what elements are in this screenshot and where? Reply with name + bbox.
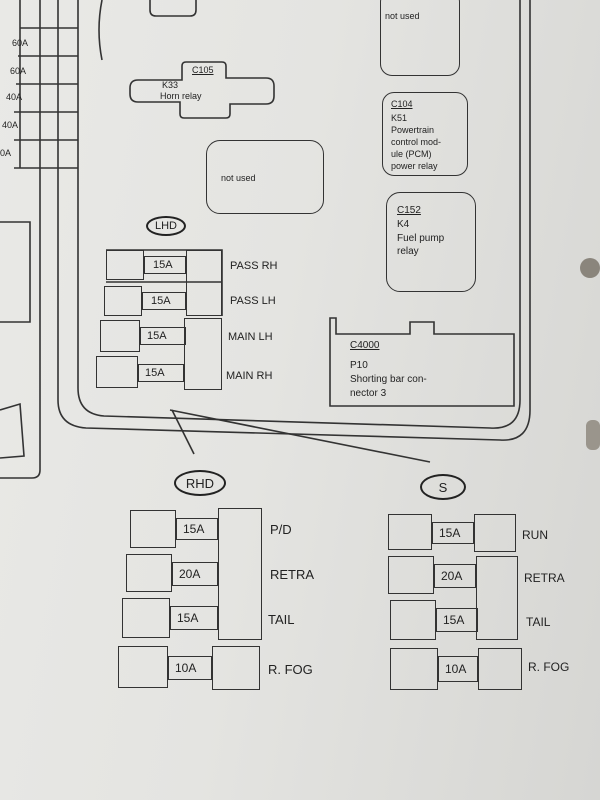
rhd-fuse-3: 15A: [170, 606, 218, 630]
rhd-left-terminal-1: [130, 510, 176, 548]
rhd-label-4: R. FOG: [268, 662, 313, 677]
rhd-label-2: RETRA: [270, 567, 315, 582]
c105-connector: C105: [192, 65, 214, 75]
c152-connector: C152: [397, 205, 421, 216]
left-small-block: [0, 402, 25, 459]
lhd-label-1: PASS RH: [230, 260, 278, 272]
c104-relay-id: K51: [391, 113, 408, 123]
s-label-1: RUN: [522, 528, 548, 542]
s-badge: S: [420, 474, 466, 500]
lhd-label-2: PASS LH: [230, 295, 276, 307]
strip-rating-4: 40A: [2, 120, 19, 130]
c4000-line-2: nector 3: [350, 388, 387, 399]
main-enclosure-outline: [77, 0, 521, 429]
s-right-terminal-1: [474, 514, 516, 552]
lhd-badge: LHD: [146, 216, 186, 236]
lhd-left-terminal-4: [96, 356, 138, 388]
rhd-left-terminal-4: [118, 646, 168, 688]
s-right-terminal-2: [476, 556, 518, 640]
rhd-label-3: TAIL: [268, 612, 295, 627]
rhd-left-terminal-2: [126, 554, 172, 592]
relay-c152: C152 K4 Fuel pump relay: [386, 192, 476, 292]
left-block: [0, 221, 31, 323]
strip-rating-1: 60A: [12, 38, 29, 48]
c104-line-4: power relay: [391, 161, 438, 171]
rhd-label-1: P/D: [270, 522, 292, 537]
binder-clip-top: [580, 258, 600, 278]
rhd-fuse-2: 20A: [172, 562, 218, 586]
c152-relay-id: K4: [397, 219, 410, 230]
c4000-line-1: Shorting bar con-: [350, 374, 427, 385]
c104-line-3: ule (PCM): [391, 149, 432, 159]
c4000-outline: [329, 317, 515, 407]
c104-line-2: control mod-: [391, 137, 442, 147]
lhd-fuse-2: 15A: [142, 292, 186, 310]
strip-rating-2: 60A: [10, 66, 27, 76]
binder-clip-bottom: [586, 420, 600, 450]
s-fuse-4: 10A: [438, 656, 478, 682]
rhd-right-terminal-4: [212, 646, 260, 690]
strip-rating-5: 0A: [0, 148, 12, 158]
s-fuse-3: 15A: [436, 608, 478, 632]
s-left-terminal-2: [388, 556, 434, 594]
rhd-right-terminal-1: [218, 508, 262, 640]
c4000-connector: C4000: [350, 340, 380, 351]
lhd-label-3: MAIN LH: [228, 331, 273, 343]
lhd-fuse-4: 15A: [138, 364, 184, 382]
c152-line-2: relay: [397, 246, 419, 257]
leader-s: [169, 409, 431, 463]
s-left-terminal-4: [390, 648, 438, 690]
leader-rhd: [171, 409, 195, 455]
s-left-terminal-1: [388, 514, 432, 550]
s-fuse-1: 15A: [432, 522, 474, 544]
rhd-fuse-4: 10A: [168, 656, 212, 680]
left-strip-outline: [0, 0, 41, 479]
lhd-fuse-1: 15A: [144, 256, 186, 274]
s-fuse-2: 20A: [434, 564, 476, 588]
strip-rating-3: 40A: [6, 92, 23, 102]
lhd-right-terminal-3: [184, 318, 222, 390]
c104-connector: C104: [391, 99, 413, 109]
c104-line-1: Powertrain: [391, 125, 435, 135]
c105-relay-name: Horn relay: [160, 91, 202, 101]
s-label-2: RETRA: [524, 571, 565, 585]
lhd-left-terminal-3: [100, 320, 140, 352]
relay-c104: C104 K51 Powertrain control mod- ule (PC…: [382, 92, 468, 176]
rhd-badge: RHD: [174, 470, 226, 496]
rhd-fuse-1: 15A: [176, 518, 218, 540]
lhd-left-terminal-2: [104, 286, 142, 316]
s-right-terminal-4: [478, 648, 522, 690]
lhd-left-terminal-1: [106, 250, 144, 280]
rhd-left-terminal-3: [122, 598, 170, 638]
lhd-fuse-3: 15A: [140, 327, 186, 345]
c105-relay-outline: [129, 61, 275, 119]
lhd-label-4: MAIN RH: [226, 370, 273, 382]
relay-not-used-middle: not used: [206, 140, 324, 214]
s-left-terminal-3: [390, 600, 436, 640]
lhd-right-terminal-1: [186, 250, 222, 316]
c152-line-1: Fuel pump: [397, 233, 445, 244]
relay-not-used-top: not used: [380, 0, 460, 76]
c105-relay-id: K33: [162, 80, 179, 90]
s-label-3: TAIL: [526, 615, 551, 629]
c4000-id: P10: [350, 360, 368, 371]
s-label-4: R. FOG: [528, 660, 570, 674]
